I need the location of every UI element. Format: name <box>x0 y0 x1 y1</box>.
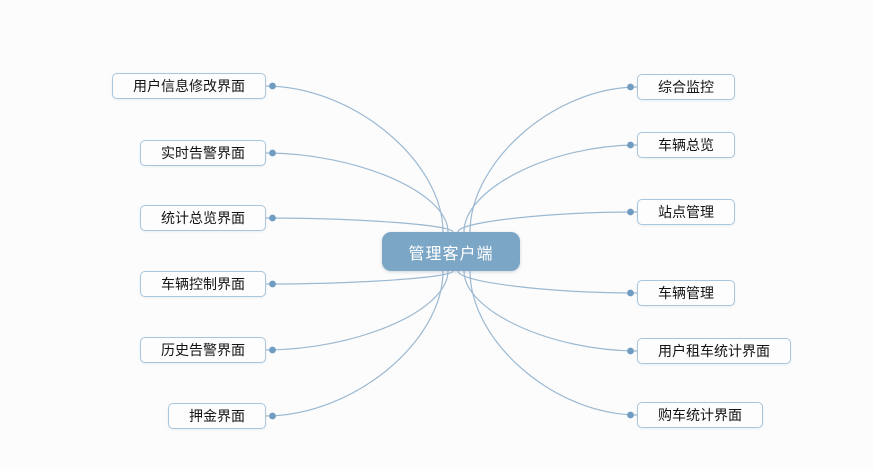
node-stats-overview-screen[interactable]: 统计总览界面 <box>140 205 266 231</box>
node-label: 用户租车统计界面 <box>658 343 770 359</box>
node-label: 车辆总览 <box>658 137 714 153</box>
node-label: 押金界面 <box>189 408 245 424</box>
node-label: 统计总览界面 <box>161 210 245 226</box>
node-label: 购车统计界面 <box>658 407 742 423</box>
node-user-rental-stats-screen[interactable]: 用户租车统计界面 <box>637 338 791 364</box>
root-node-management-client[interactable]: 管理客户端 <box>382 232 520 271</box>
node-integrated-monitoring[interactable]: 综合监控 <box>637 74 735 100</box>
node-vehicle-control-screen[interactable]: 车辆控制界面 <box>140 271 266 297</box>
node-station-management[interactable]: 站点管理 <box>637 199 735 225</box>
node-history-alarm-screen[interactable]: 历史告警界面 <box>140 337 266 363</box>
node-vehicle-management[interactable]: 车辆管理 <box>637 280 735 306</box>
node-purchase-stats-screen[interactable]: 购车统计界面 <box>637 402 763 428</box>
node-label: 历史告警界面 <box>161 342 245 358</box>
node-label: 站点管理 <box>658 204 714 220</box>
node-label: 实时告警界面 <box>161 145 245 161</box>
node-deposit-screen[interactable]: 押金界面 <box>168 403 266 429</box>
node-label: 综合监控 <box>658 79 714 95</box>
node-label: 车辆控制界面 <box>161 276 245 292</box>
node-user-info-edit-screen[interactable]: 用户信息修改界面 <box>112 73 266 99</box>
node-label: 车辆管理 <box>658 285 714 301</box>
node-label: 用户信息修改界面 <box>133 78 245 94</box>
node-realtime-alarm-screen[interactable]: 实时告警界面 <box>140 140 266 166</box>
root-node-label: 管理客户端 <box>408 245 494 263</box>
node-vehicle-overview[interactable]: 车辆总览 <box>637 132 735 158</box>
